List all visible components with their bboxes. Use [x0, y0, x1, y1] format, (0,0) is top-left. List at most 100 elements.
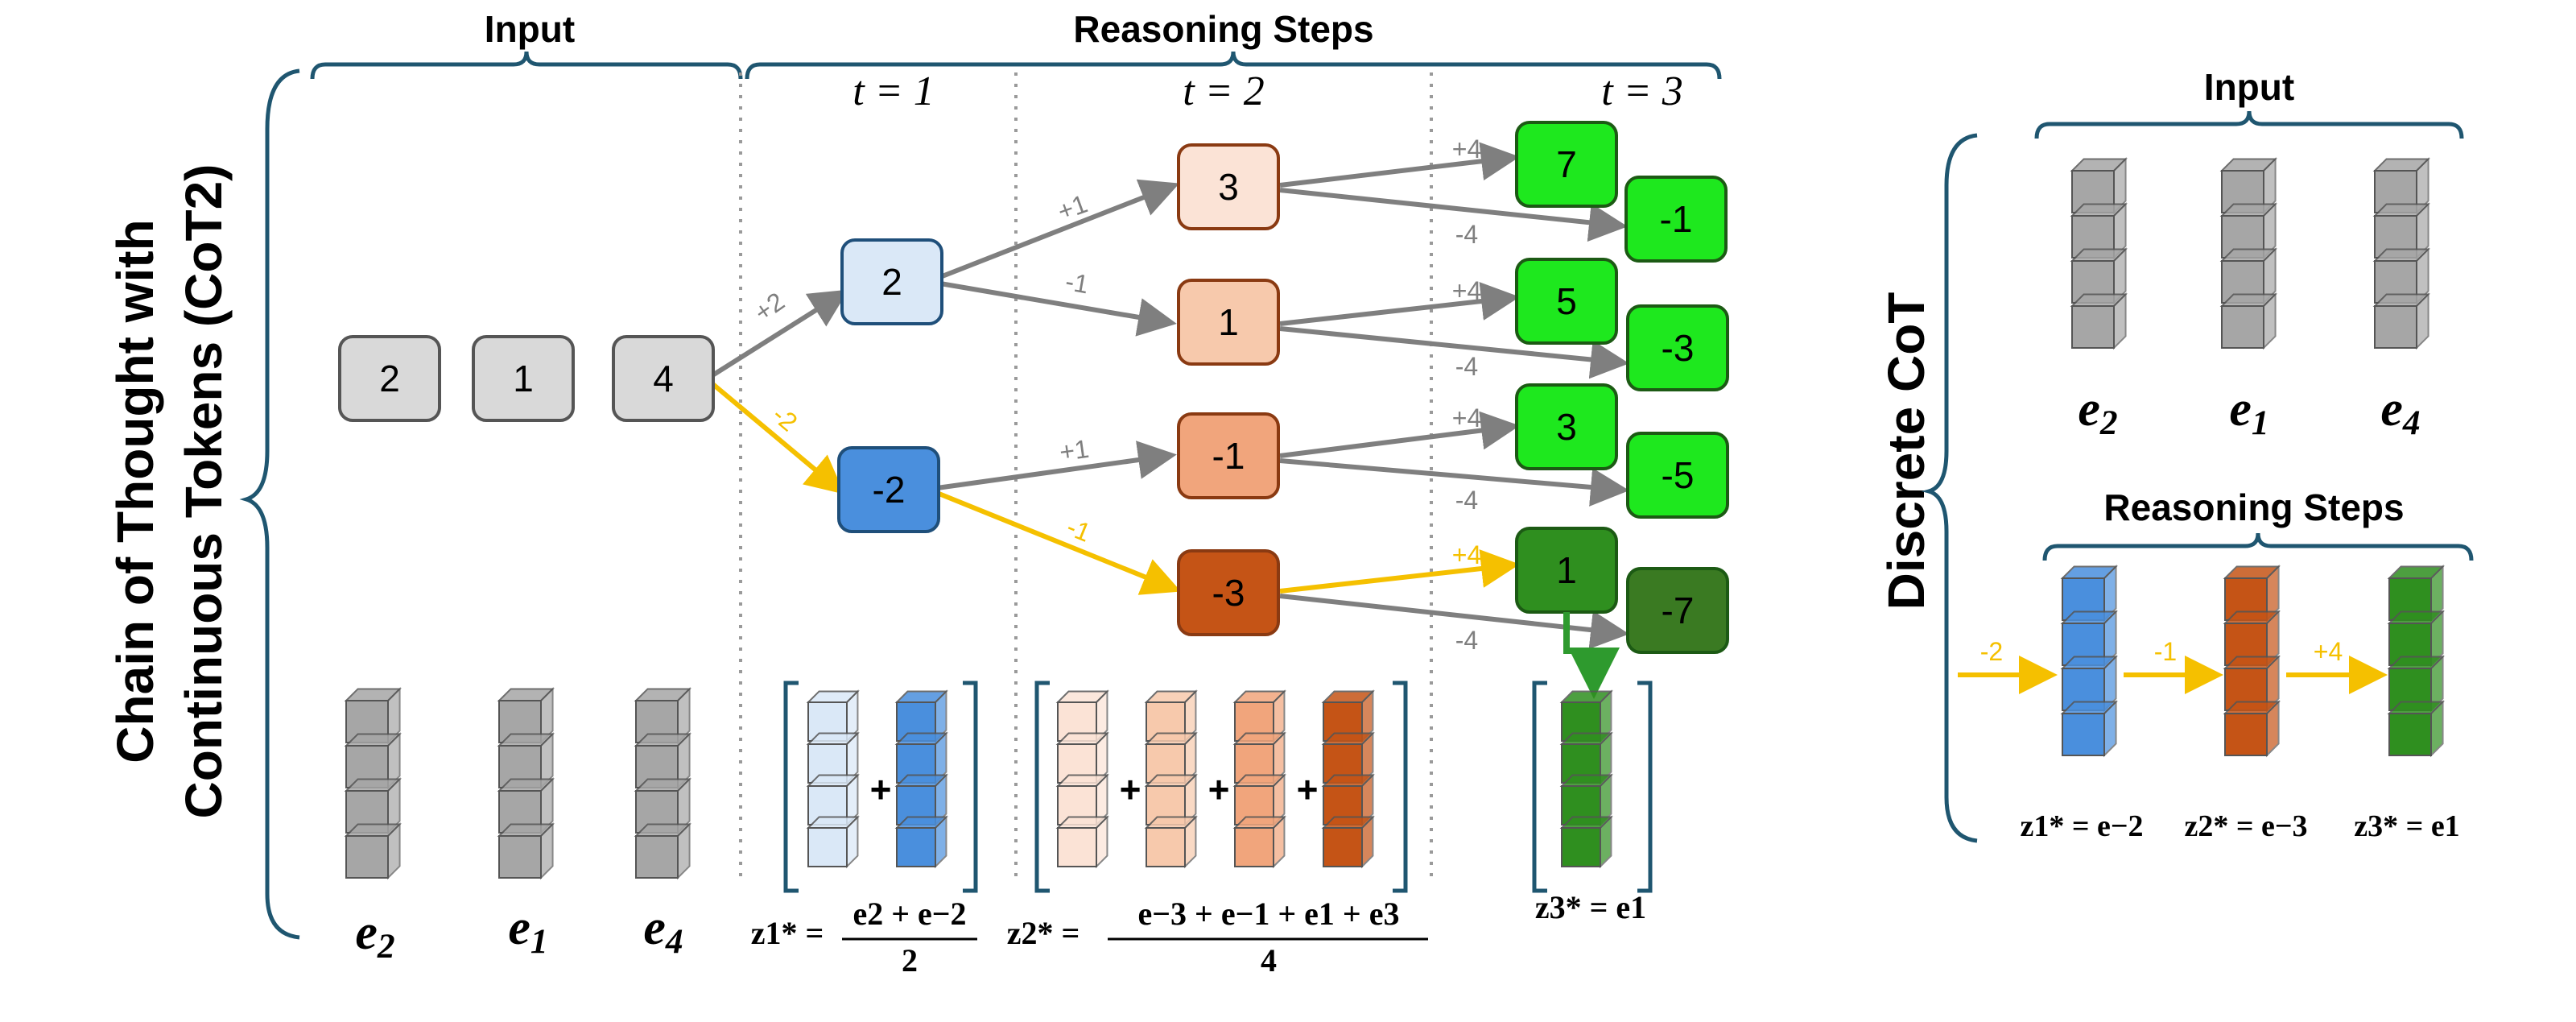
discrete-step1-stack-cube-1 — [2060, 565, 2118, 623]
discrete-reasoning-header: Reasoning Steps — [2103, 486, 2404, 528]
t2-stack-3-cube-4-front — [1234, 827, 1274, 867]
discrete-step1-stack-cube-3-side — [2103, 655, 2117, 713]
discrete-input-stack-1-cube-1-side — [2113, 157, 2127, 215]
t3-bracket-right — [1637, 681, 1653, 893]
t2-stack-4-cube-4 — [1321, 815, 1375, 869]
discrete-step2-stack-cube-1-side — [2266, 565, 2280, 623]
t2-stack-4-cube-4-front — [1323, 827, 1363, 867]
input-node-3-label: 4 — [653, 358, 674, 399]
t1-stack-pos-cube-3-side — [846, 773, 859, 827]
t2-stack-3-cube-1-side — [1273, 689, 1286, 743]
discrete-emb-e2-base: e — [2078, 382, 2100, 437]
input-embedding-stack-3-cube-4-side — [677, 822, 691, 880]
discrete-z1: z1* = e−2 — [2020, 809, 2143, 843]
discrete-step3-stack-cube-2-side — [2430, 610, 2444, 668]
t3-node-4: -3 — [1626, 304, 1729, 391]
input-embedding-stack-3-cube-3-side — [677, 777, 691, 835]
step-label-t2: t = 2 — [1183, 68, 1265, 114]
t3-node-8-label: -7 — [1662, 590, 1695, 631]
t1-stack-pos-cube-1-side — [846, 689, 859, 743]
cot2-brace — [239, 68, 300, 940]
t2-stack-1-cube-1-side — [1096, 689, 1108, 743]
discrete-input-stack-3-cube-4 — [2372, 292, 2430, 350]
t2-node-3: 3 — [1177, 143, 1280, 230]
edge-label-t3-5: +4 — [1452, 403, 1481, 432]
t3-node-2-label: -1 — [1660, 198, 1693, 240]
t3-node-2: -1 — [1624, 176, 1728, 263]
t2-stack-4-cube-3-side — [1361, 773, 1374, 827]
input-embedding-stack-1-cube-3-side — [387, 777, 401, 835]
edge-label-t3-2: -4 — [1455, 220, 1478, 249]
discrete-input-stack-3-cube-2-side — [2416, 202, 2429, 260]
t1-node-pos: 2 — [840, 238, 943, 325]
t3-node-1-box — [1515, 121, 1618, 208]
discrete-emb-e1: e1 — [2229, 382, 2268, 442]
t2-stack-2-cube-4 — [1144, 815, 1198, 869]
z1-numerator: e2 + e−2 — [852, 896, 966, 932]
t1-bracket-right — [963, 681, 978, 893]
edge-3-to-neg1 — [1279, 188, 1628, 242]
t2-stack-1-cube-4-front — [1057, 827, 1097, 867]
input-emb-e1-sub: 1 — [530, 922, 548, 961]
edge-4-to-neg2 — [708, 379, 845, 494]
discrete-step2-stack-cube-2-side — [2266, 610, 2280, 668]
t3-stack-cube-1-side — [1600, 689, 1612, 743]
t2-stack-1 — [1055, 689, 1109, 869]
t3-stack — [1559, 689, 1613, 869]
input-embedding-stack-2-cube-3-side — [540, 777, 554, 835]
t2-node-neg1-label: -1 — [1212, 435, 1245, 477]
discrete-emb-e2-sub: 2 — [2099, 403, 2118, 442]
input-node-3-box — [612, 335, 715, 422]
t2-stack-2-cube-2-side — [1184, 731, 1197, 785]
t2-node-3-box — [1177, 143, 1280, 230]
discrete-step2-stack-cube-3-side — [2266, 655, 2280, 713]
discrete-arrow-label-2: -1 — [2154, 637, 2177, 666]
t3-node-2-box — [1624, 176, 1728, 263]
discrete-step3-stack-cube-1-side — [2430, 565, 2444, 623]
discrete-emb-e1-base: e — [2229, 382, 2252, 437]
t2-node-neg1-box — [1177, 412, 1280, 499]
reasoning-brace — [745, 51, 1722, 80]
discrete-input-stack-2-cube-4 — [2219, 292, 2277, 350]
t3-node-3-label: 5 — [1556, 280, 1577, 322]
input-embedding-stack-1-cube-4-front — [345, 835, 389, 879]
discrete-emb-e4-sub: 4 — [2402, 403, 2421, 442]
edge-2-to-3 — [939, 179, 1180, 279]
input-embedding-stack-2-cube-4 — [497, 822, 555, 880]
discrete-input-stack-1-cube-4-front — [2071, 305, 2115, 349]
t2-plus-3: + — [1297, 768, 1319, 810]
input-embedding-stack-1-cube-2-side — [387, 732, 401, 790]
discrete-input-stack-2 — [2219, 157, 2277, 350]
discrete-input-stack-1-cube-2-side — [2113, 202, 2127, 260]
edge-label-t2-b: -1 — [1063, 267, 1091, 299]
t1-stack-pos-cube-4 — [806, 815, 860, 869]
edge-neg3-to-neg7 — [1279, 594, 1629, 649]
input-emb-e2-sub: 2 — [377, 927, 395, 966]
t3-stack-cube-2-side — [1600, 731, 1612, 785]
discrete-input-stack-2-cube-2-side — [2263, 202, 2277, 260]
discrete-input-stack-1-cube-4 — [2070, 292, 2128, 350]
discrete-reasoning-brace — [2042, 532, 2474, 561]
edge-label-t3-1: +4 — [1452, 134, 1481, 163]
t3-node-1-label: 7 — [1556, 143, 1577, 185]
t1-node-neg-label: -2 — [873, 469, 906, 511]
edge-4-to-2 — [708, 289, 849, 379]
discrete-cot-brace — [1921, 133, 1978, 843]
t2-stack-4-cube-2-side — [1361, 731, 1374, 785]
t2-stack-4 — [1321, 689, 1375, 869]
discrete-step1-stack-cube-1-side — [2103, 565, 2117, 623]
t2-stack-3 — [1232, 689, 1286, 869]
t3-node-7: 1 — [1515, 527, 1618, 614]
z2-denominator: 4 — [1261, 942, 1277, 979]
input-emb-e2-base: e — [355, 905, 378, 960]
discrete-step1-stack-cube-4-front — [2062, 713, 2105, 756]
discrete-step1-stack-cube-4 — [2060, 700, 2118, 758]
edge-label-t2-c: +1 — [1058, 434, 1091, 467]
discrete-step3-stack-cube-3-side — [2430, 655, 2444, 713]
edge-2-to-1 — [939, 281, 1177, 337]
t2-node-1: 1 — [1177, 279, 1280, 366]
discrete-step1-stack — [2060, 565, 2118, 758]
t2-bracket-right — [1393, 681, 1408, 893]
edge-1-to-5 — [1279, 282, 1520, 326]
t1-stack-neg-cube-4-front — [896, 827, 936, 867]
